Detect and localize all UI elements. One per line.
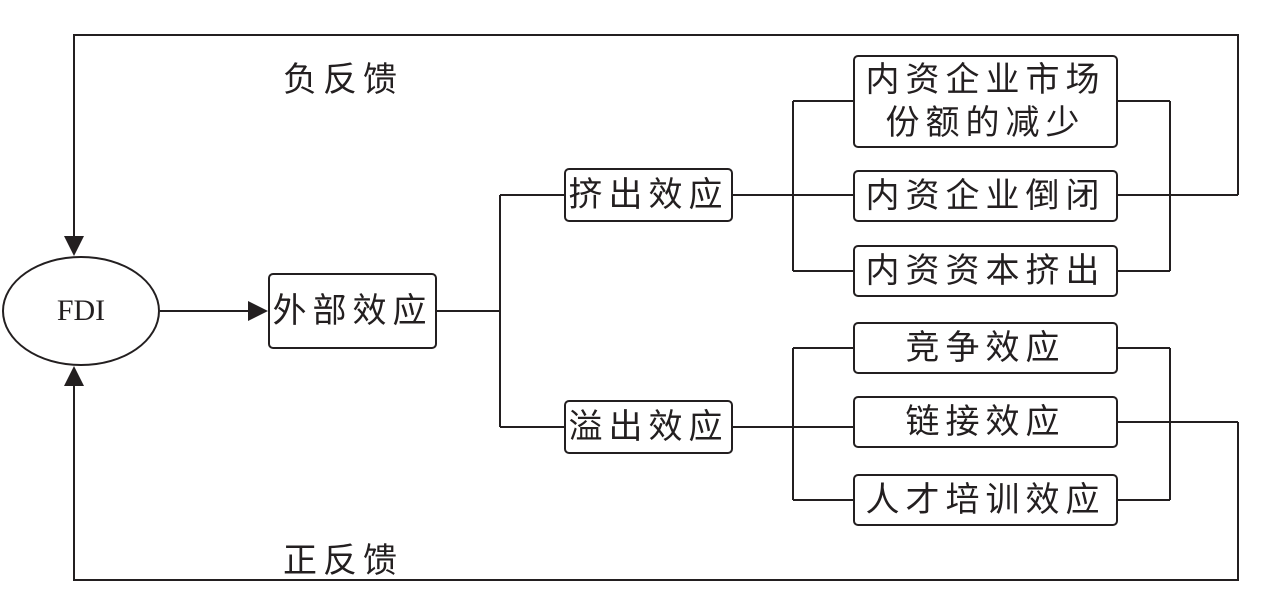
market-share-line-2: 份额的减少 <box>885 102 1086 143</box>
crowding-out-label: 挤出效应 <box>568 174 729 215</box>
spillover-item-competition: 竞争效应 <box>853 322 1118 374</box>
spillover-label: 溢出效应 <box>568 406 729 447</box>
positive-feedback-line <box>64 366 1239 581</box>
negative-feedback-line <box>64 34 1239 256</box>
external-effect-node: 外部效应 <box>268 273 437 349</box>
crowding-item-capital: 内资资本挤出 <box>853 245 1118 297</box>
competition-label: 竞争效应 <box>905 327 1066 368</box>
positive-feedback-label: 正反馈 <box>283 541 403 581</box>
fdi-label: FDI <box>56 294 106 327</box>
negative-feedback-label: 负反馈 <box>283 60 403 100</box>
crowding-out-node: 挤出效应 <box>564 168 733 222</box>
crowding-item-market-share: 内资企业市场 份额的减少 <box>853 55 1118 148</box>
training-label: 人才培训效应 <box>865 479 1106 520</box>
closure-label: 内资企业倒闭 <box>865 175 1106 216</box>
fdi-node: FDI <box>2 256 160 366</box>
linkage-label: 链接效应 <box>905 401 1066 442</box>
market-share-line-1: 内资企业市场 <box>865 60 1106 100</box>
spillover-item-linkage: 链接效应 <box>853 396 1118 448</box>
capital-label: 内资资本挤出 <box>865 250 1106 291</box>
external-effect-label: 外部效应 <box>272 290 433 331</box>
crowding-item-closure: 内资企业倒闭 <box>853 170 1118 222</box>
spillover-item-training: 人才培训效应 <box>853 474 1118 526</box>
spillover-node: 溢出效应 <box>564 400 733 454</box>
